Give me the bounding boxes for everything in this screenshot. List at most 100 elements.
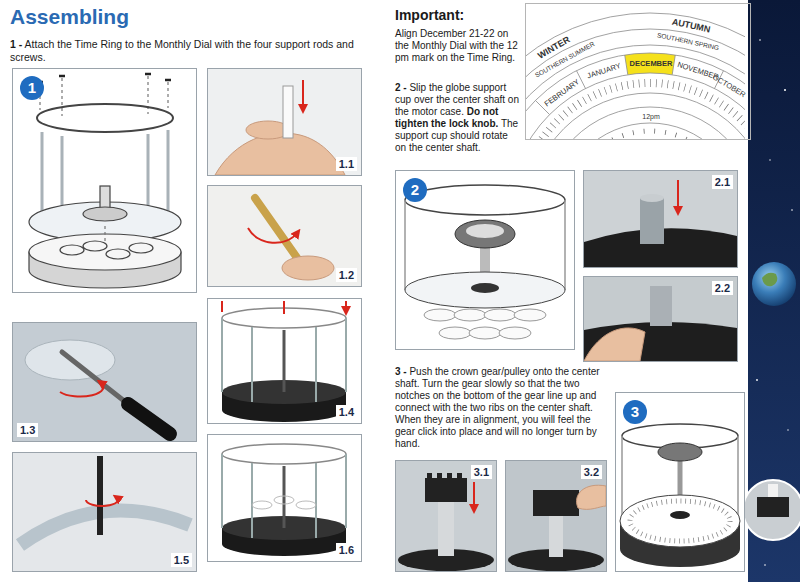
photo-crown-gear [425, 478, 467, 502]
photo-support-cup [677, 180, 679, 212]
callout-number: 3.1 [471, 465, 492, 479]
assembled-frame [222, 301, 346, 314]
space-strip [791, 209, 793, 211]
exploded-view [424, 309, 456, 321]
exploded-view [499, 327, 531, 339]
dial-label: SOUTHERN SPRING [656, 32, 719, 51]
callout-number: 1.4 [336, 405, 357, 419]
dial-label: AUTUMN [671, 18, 711, 35]
assembled-frame [283, 466, 286, 528]
assembled-view [658, 443, 702, 461]
photo-support-cup [650, 286, 672, 326]
step-heading: Important: [395, 7, 464, 23]
photo-rod-insert [208, 69, 361, 175]
dial-panel: WINTERSOUTHERN SUMMERAUTUMNSOUTHERN SPRI… [525, 3, 751, 140]
photo-screw-tighten [86, 497, 118, 506]
monthly-dial [526, 13, 745, 139]
instruction-text: 1 - Attach the Time Ring to the Monthly … [10, 38, 372, 63]
assembled-frame [222, 318, 346, 402]
figure-panel: 1.1 [207, 68, 362, 176]
assembled-frame [252, 501, 272, 509]
dial-label: OCTOBER [712, 73, 748, 98]
monthly-dial [526, 4, 745, 139]
space-strip [759, 39, 761, 41]
space-strip [756, 379, 758, 381]
exploded-view [405, 185, 565, 215]
photo-crown-gear [427, 473, 462, 478]
figure-panel: 1 [12, 68, 197, 293]
exploded-view [424, 309, 546, 339]
photo-crown-gear [533, 490, 579, 516]
assembled-frame [222, 301, 346, 422]
monthly-dial [625, 53, 676, 75]
figure-panel: 3 [615, 392, 745, 572]
assembled-frame [222, 444, 346, 464]
figure-panel: 2.2 [583, 276, 738, 362]
figure-panel: 1.6 [207, 434, 362, 562]
exploded-view [405, 185, 565, 339]
monthly-dial [526, 13, 745, 139]
assembled-frame [274, 496, 294, 504]
monthly-dial [558, 123, 742, 139]
photo-crown-gear [506, 461, 606, 571]
globe-picture [752, 262, 796, 306]
step-badge: 1 [20, 76, 44, 100]
photo-rod-twist [248, 228, 298, 243]
exploded-view [83, 241, 107, 251]
step-text: Attach the Time Ring to the Monthly Dial… [10, 38, 354, 63]
photo-rod-insert [215, 133, 345, 175]
instruction-text: 3 - Push the crown gear/pulley onto the … [395, 366, 607, 450]
exploded-view [106, 249, 130, 259]
callout-number: 2.2 [712, 281, 733, 295]
callout-number: 3.2 [581, 465, 602, 479]
globe-picture [752, 262, 796, 306]
dial-label: 12pm [642, 113, 660, 120]
step-badge: 3 [623, 400, 647, 424]
photo-crown-gear [396, 461, 496, 571]
photo-crown-gear [396, 461, 496, 571]
figure-panel: 2 [395, 170, 575, 350]
photo-support-cup [640, 198, 664, 244]
detail-inset [768, 484, 778, 498]
exploded-view [60, 245, 84, 255]
space-strip [769, 159, 770, 160]
dial-label: FEBRUARY [543, 78, 580, 108]
exploded-view [471, 283, 499, 293]
callout-number: 2.1 [712, 175, 733, 189]
instruction-text: Align December 21-22 on the Monthly Dial… [395, 28, 521, 64]
photo-rod-twist [255, 198, 300, 262]
assembled-view [630, 501, 730, 541]
assembled-view [620, 424, 740, 567]
photo-crown-gear [473, 482, 475, 510]
callout-number: 1.2 [336, 268, 357, 282]
callout-number: 1.5 [171, 553, 192, 567]
photo-crown-gear [549, 515, 563, 557]
photo-screwdriver [13, 323, 196, 441]
callout-number: 1.6 [336, 543, 357, 557]
assembled-frame [296, 501, 316, 509]
exploded-view [484, 309, 516, 321]
assembled-frame [252, 496, 316, 509]
space-strip [787, 429, 788, 430]
dial-label: DECEMBER [630, 60, 673, 68]
photo-screw-tighten [20, 510, 190, 545]
exploded-view [439, 327, 471, 339]
space-strip [764, 564, 766, 566]
space-strip [784, 89, 786, 91]
photo-support-cup [584, 171, 737, 267]
monthly-dial [526, 73, 745, 139]
callout-number: 1.3 [17, 423, 38, 437]
photo-rod-insert [302, 80, 304, 110]
exploded-view [40, 76, 168, 116]
exploded-view [466, 224, 504, 238]
monthly-dial [528, 93, 745, 139]
photo-rod-twist [208, 186, 361, 286]
step-text: Align December 21-22 on the Monthly Dial… [395, 28, 518, 63]
assembled-frame [222, 454, 346, 538]
photo-screwdriver [128, 404, 170, 434]
monthly-dial [535, 55, 745, 115]
instruction-text: Important: [395, 7, 523, 24]
exploded-view [405, 272, 565, 308]
assembled-view [678, 458, 683, 500]
photo-support-cup [584, 277, 737, 361]
